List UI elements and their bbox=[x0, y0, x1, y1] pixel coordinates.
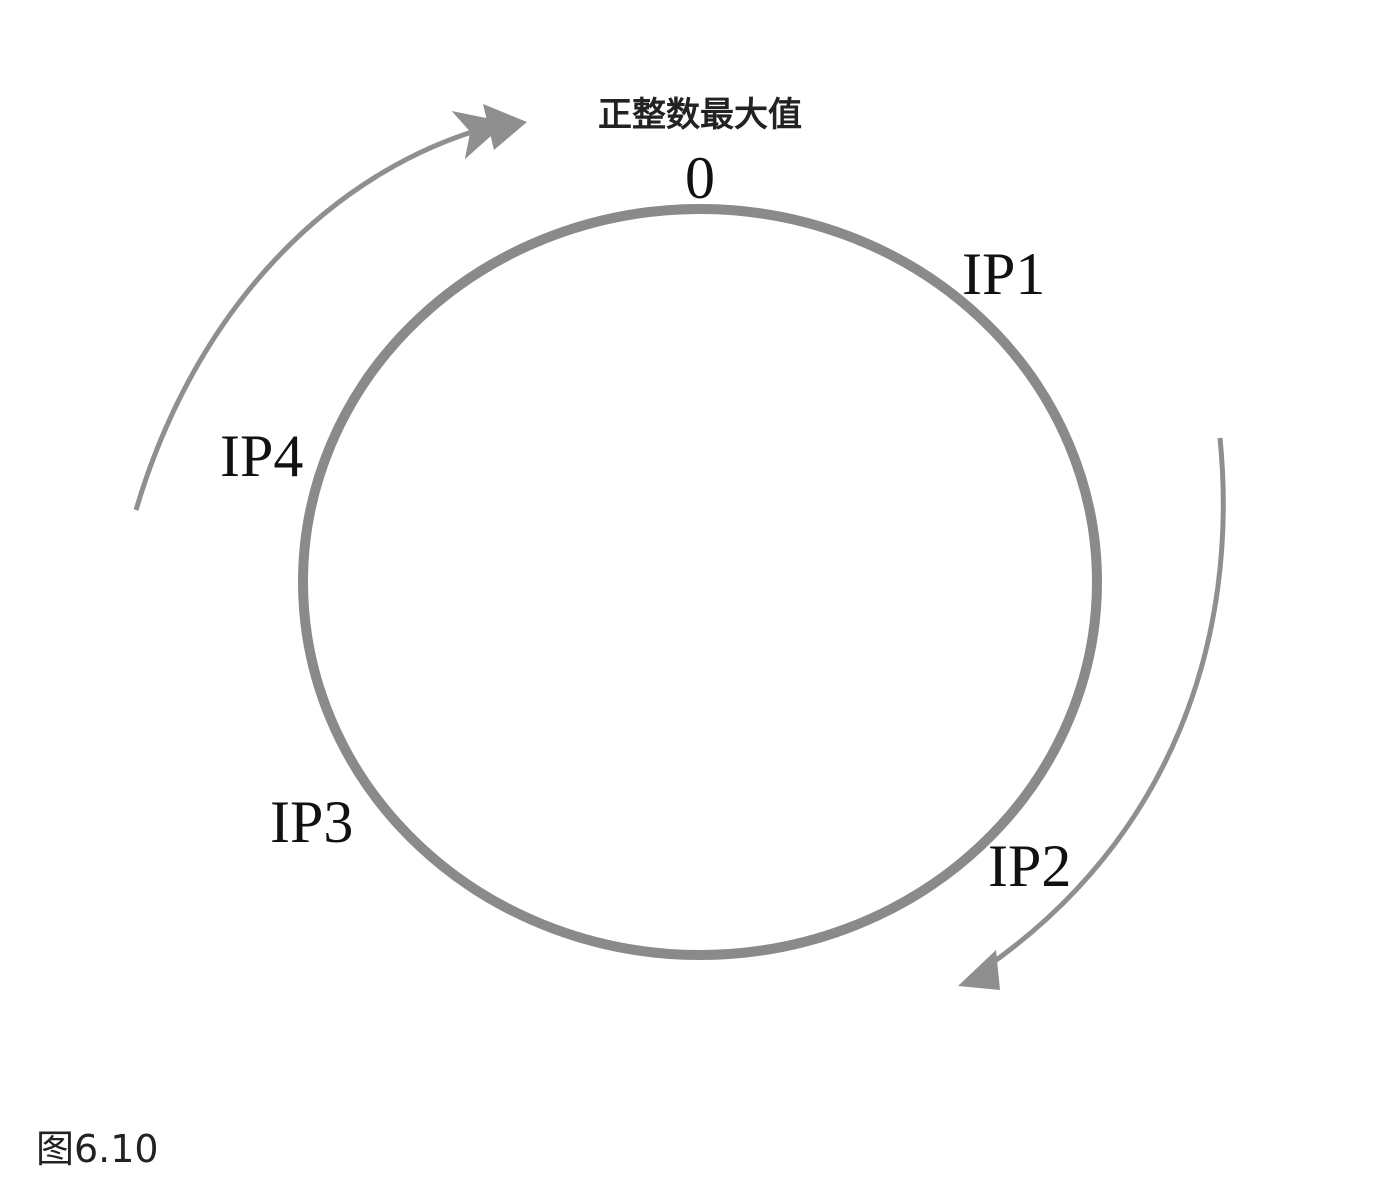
arrowhead-lower-right-icon bbox=[958, 950, 1000, 990]
arrowhead-upper-left-icon bbox=[483, 104, 527, 150]
figure-caption: 图6.10 bbox=[36, 1127, 159, 1171]
max-value-label: 正整数最大值 bbox=[598, 95, 802, 135]
clockwise-arrow-upper-left bbox=[133, 111, 507, 511]
node-label-ip1: IP1 bbox=[962, 241, 1045, 307]
node-label-ip4: IP4 bbox=[220, 423, 303, 489]
clockwise-arrow-lower-right bbox=[983, 437, 1226, 971]
node-label-ip3: IP3 bbox=[270, 789, 353, 855]
zero-label: 0 bbox=[685, 145, 715, 211]
hash-ring bbox=[298, 204, 1102, 960]
node-label-ip2: IP2 bbox=[988, 833, 1071, 899]
